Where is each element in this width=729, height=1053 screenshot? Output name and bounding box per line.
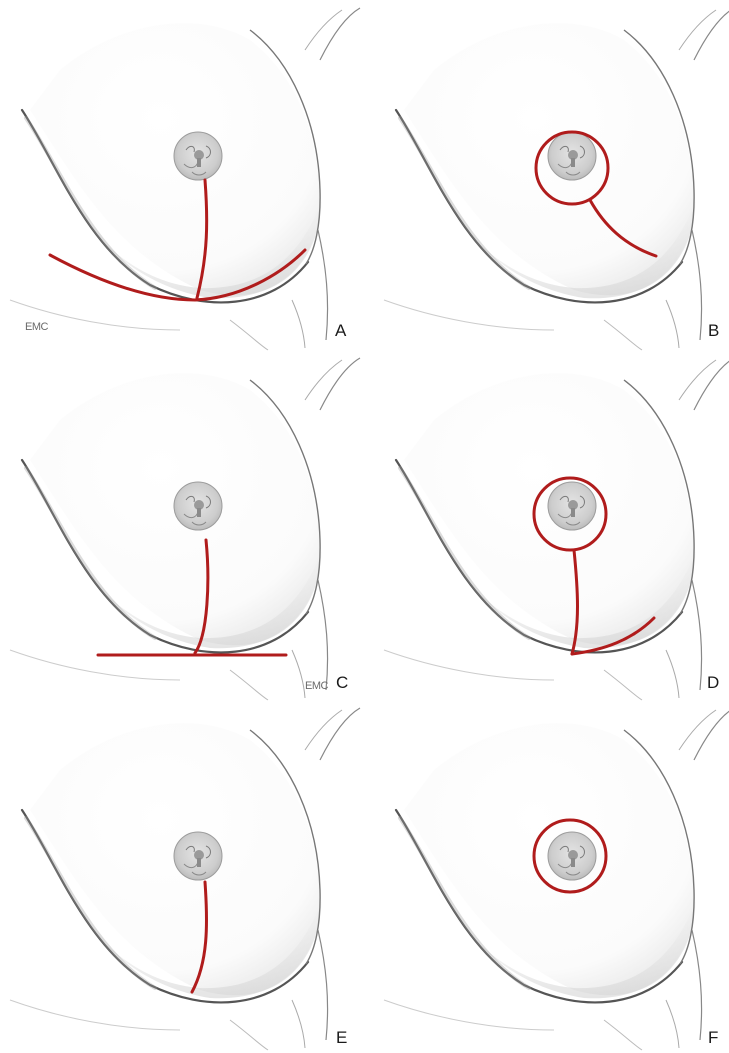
panel-label: B [708,321,719,340]
panel-c: EMC C [10,358,360,700]
panel-label: F [708,1028,718,1047]
panel-label: A [335,321,347,340]
panel-f: F [384,708,729,1050]
panel-b: B [384,8,729,350]
panel-e: E [10,708,360,1050]
emc-watermark: EMC [25,321,49,333]
emc-watermark: EMC [305,680,329,692]
panel-label: C [336,673,348,692]
panel-label: E [336,1028,347,1047]
panel-a: EMC A [10,8,360,350]
panel-label: D [707,673,719,692]
panel-d: D [384,358,729,700]
